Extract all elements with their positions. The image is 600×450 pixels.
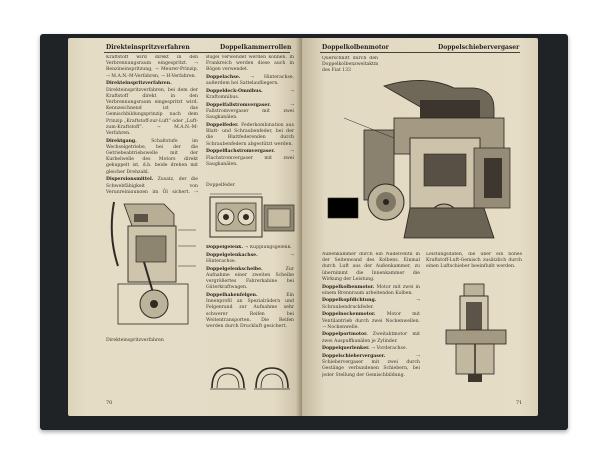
entry-direkteinspritzverfahren: Direkteinspritzverfahren. Direkteinsprit… xyxy=(106,81,198,136)
entry-doppelfallstromvergaser: Doppelfallstromvergaser. → Fallstromverg… xyxy=(206,102,294,121)
entry-doppelflachstromvergaser: Doppelflachstromvergaser. → Flachstromve… xyxy=(206,149,294,167)
left-column-2-lower: Doppelgelenk. → Kupplungsgelenk. Doppelg… xyxy=(206,245,294,365)
direct-injection-engine-figure xyxy=(110,201,196,325)
entry-intro: Außenkammer durch ein Nadelventil in der… xyxy=(322,252,420,282)
right-running-head-right: Doppelschiebervergaser xyxy=(438,44,520,51)
left-page: Direkteinspritzverfahren Doppelkammerrol… xyxy=(68,38,302,416)
right-head-rule xyxy=(320,52,520,53)
right-running-head-left: Doppelkolbenmotor xyxy=(322,44,389,51)
entry-doppelnockenmotor: Doppelnockenmotor. Motor mit Ventilantri… xyxy=(322,312,420,330)
left-head-rule xyxy=(104,52,290,53)
entry-doppelachse: Doppelachse. → Hinterachse, außerdem bei… xyxy=(206,75,294,87)
entry-intro: Bügel verwendet werden können. In Frankr… xyxy=(206,55,294,73)
slide-carburetor-figure xyxy=(445,283,507,382)
entry-doppelkolbenmotor: Doppelkolbenmotor. Motor mit zwei in ein… xyxy=(322,284,420,296)
left-folio: 70 xyxy=(106,400,113,406)
entry-doppelhakenfelgen: Doppelhakenfelgen. Ein Innenprofil an Sp… xyxy=(206,292,294,329)
entry-doppelfeder: Doppelfeder. Federkombination aus Blatt-… xyxy=(206,123,294,147)
right-folio: 71 xyxy=(516,400,523,406)
left-column-1: Kraftstoff wird direkt in den Verbrennun… xyxy=(106,55,198,193)
right-column-1: Außenkammer durch ein Nadelventil in der… xyxy=(322,252,420,392)
entry-doppelquerlenker: Doppelquerlenker. → Vorderachse. xyxy=(322,346,408,352)
entry-doppelschiebervergaser: Doppelschiebervergaser. → Schiebervergas… xyxy=(322,354,420,378)
entry-doppelkopfdichtung: Doppelkopfdichtung. → Schraubendruckfede… xyxy=(322,298,420,310)
entry-dispersionsmittel: Dispersionsmittel. Zusatz, der die Schwe… xyxy=(106,177,198,193)
right-top-caption: Querschnitt durch den Doppelkolbenzweita… xyxy=(322,56,378,80)
entry-doppelgelenkachse: Doppelgelenkachse. → Hinterachse. xyxy=(206,252,294,264)
caption-fiat-engine: Querschnitt durch den Doppelkolbenzweita… xyxy=(322,56,378,74)
left-running-head-right: Doppelkammerrollen xyxy=(220,44,292,51)
right-page: Doppelkolbenmotor Doppelschiebervergaser… xyxy=(302,38,538,416)
caption-direkteinspritzverfahren: Direkteinspritzverfahren xyxy=(106,338,164,343)
rim-profile-figure xyxy=(210,367,290,390)
entry-doppelgelenkscheibe: Doppelgelenkscheibe. Zur Aufnahme einer … xyxy=(206,266,294,291)
fiat-engine-cross-section-figure xyxy=(327,80,511,239)
entry-doppelportmotor: Doppelportmotor. Zweitaktmotor mit zwei … xyxy=(322,332,420,344)
entry-direktgang: Direktgang. Schaltstufe im Wechselgetrie… xyxy=(106,138,198,175)
caption-doppelfeder: Doppelfeder xyxy=(206,183,235,188)
entry-0: Kraftstoff wird direkt in den Verbrennun… xyxy=(106,55,198,79)
left-running-head-left: Direkteinspritzverfahren xyxy=(106,44,190,51)
entry-doppelgelenk: Doppelgelenk. → Kupplungsgelenk. xyxy=(206,245,292,250)
right-column-2: Leistungsdaten, die über ein hohes Kraft… xyxy=(426,252,522,276)
left-column-2: Bügel verwendet werden können. In Frankr… xyxy=(206,55,294,173)
entry-doppeldeck-omnibus: Doppeldeck-Omnibus. → Kraftomnibus. xyxy=(206,89,294,101)
carburetor-figure xyxy=(209,193,295,238)
entry-continued: Leistungsdaten, die über ein hohes Kraft… xyxy=(426,252,522,270)
